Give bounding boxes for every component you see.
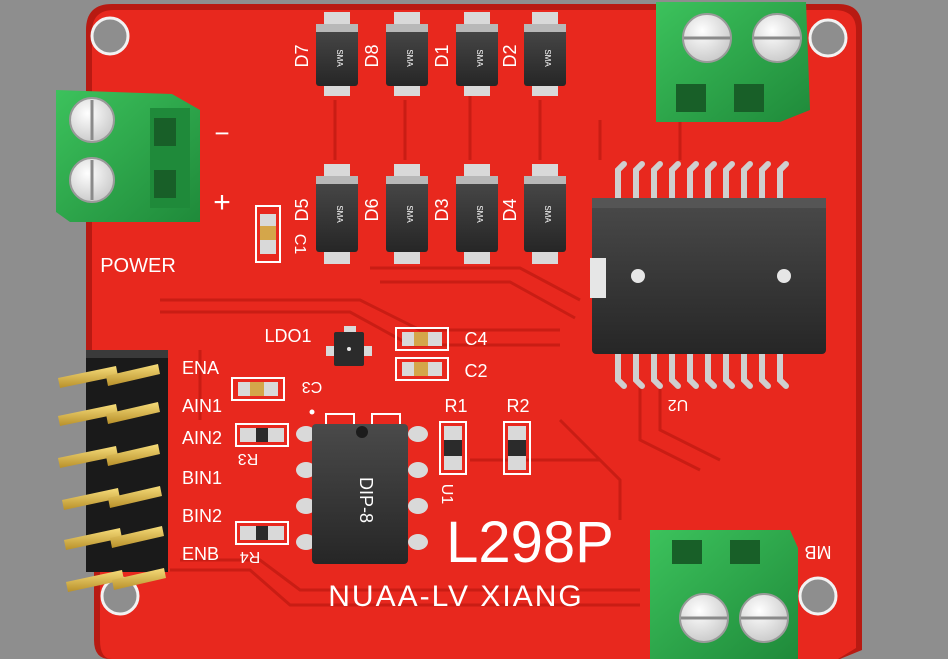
diode-body-text: SMA [475, 205, 484, 223]
capacitor-c4: C4 [395, 327, 488, 351]
diode-body-text: SMA [405, 205, 414, 223]
label-c2: C2 [464, 361, 487, 381]
header-label-ain2: AIN2 [182, 428, 222, 448]
board-credit: NUAA-LV XIANG [328, 580, 584, 613]
header-label-bin2: BIN2 [182, 506, 222, 526]
label-r3: R3 [238, 450, 259, 467]
capacitor-c1: C1 [255, 205, 308, 263]
diode-body-text: SMA [543, 205, 552, 223]
diode-body-text: SMA [335, 205, 344, 223]
label-d6: D6 [362, 198, 382, 221]
label-d8: D8 [362, 44, 382, 67]
power-label: POWER [100, 255, 176, 277]
label-r1: R1 [444, 396, 467, 416]
diode-d3: SMA [456, 164, 498, 264]
label-u1: U1 [438, 484, 455, 505]
label-c3: C3 [302, 378, 323, 395]
header-label-bin1: BIN1 [182, 468, 222, 488]
label-d1: D1 [432, 44, 452, 67]
label-d4: D4 [500, 198, 520, 221]
header-pins-left [58, 366, 124, 592]
resistor-r2: R2 [503, 396, 531, 475]
diode-labels: D7 D8 D1 D2 D5 D6 D3 D4 [292, 44, 520, 221]
label-c4: C4 [464, 329, 487, 349]
board-title: L298P [446, 510, 614, 575]
diode-d4: SMA [524, 164, 566, 264]
mb-label: MB [805, 542, 832, 562]
diode-d8: SMA [386, 12, 428, 96]
label-d3: D3 [432, 198, 452, 221]
pin-header-2x6 [58, 350, 168, 592]
diode-body-text: SMA [335, 49, 344, 67]
diode-body-text: SMA [475, 49, 484, 67]
label-c1: C1 [291, 234, 308, 255]
motor-a-terminal-block [656, 2, 810, 122]
diode-body-text: SMA [543, 49, 552, 67]
resistor-r1: R1 [439, 396, 468, 475]
ic-bottom-pins [615, 349, 789, 389]
diodes: SMA SMA SMA SMA SMA [316, 12, 566, 264]
resistor-r4: R4 [235, 521, 289, 565]
resistor-r3: R3 [235, 423, 289, 467]
label-u2: U2 [668, 396, 689, 413]
label-d2: D2 [500, 44, 520, 67]
label-r4: R4 [240, 548, 261, 565]
diode-d7: SMA [316, 12, 358, 96]
motor-driver-ic-u2: U2 [590, 161, 826, 413]
header-label-enb: ENB [182, 544, 219, 564]
ic-top-pins [615, 161, 789, 201]
power-terminal-block [56, 90, 200, 222]
mounting-holes [90, 16, 848, 616]
dip-right-pins [408, 426, 428, 550]
dip8-label: DIP-8 [356, 477, 376, 523]
dip-left-pins [296, 426, 316, 550]
dip8-chip-u1: DIP-8 U1 [296, 409, 455, 564]
header-label-ain1: AIN1 [182, 396, 222, 416]
minus-label: − [214, 118, 229, 148]
label-d5: D5 [292, 198, 312, 221]
label-ldo1: LDO1 [264, 326, 311, 346]
diode-d6: SMA [386, 164, 428, 264]
motor-b-terminal-block [650, 530, 798, 659]
diode-d2: SMA [524, 12, 566, 96]
copper-traces [160, 90, 721, 607]
capacitor-c3: C3 [231, 377, 323, 401]
plus-label: + [213, 186, 231, 219]
diode-body-text: SMA [405, 49, 414, 67]
regulator-ldo1: LDO1 [264, 326, 372, 366]
diode-d1: SMA [456, 12, 498, 96]
header-label-ena: ENA [182, 358, 219, 378]
label-r2: R2 [506, 396, 529, 416]
label-d7: D7 [292, 44, 312, 67]
header-pins-right [106, 364, 166, 590]
header-pin-labels: ENA AIN1 AIN2 BIN1 BIN2 ENB [182, 358, 222, 564]
capacitor-c2: C2 [395, 357, 488, 381]
diode-d5: SMA [316, 164, 358, 264]
